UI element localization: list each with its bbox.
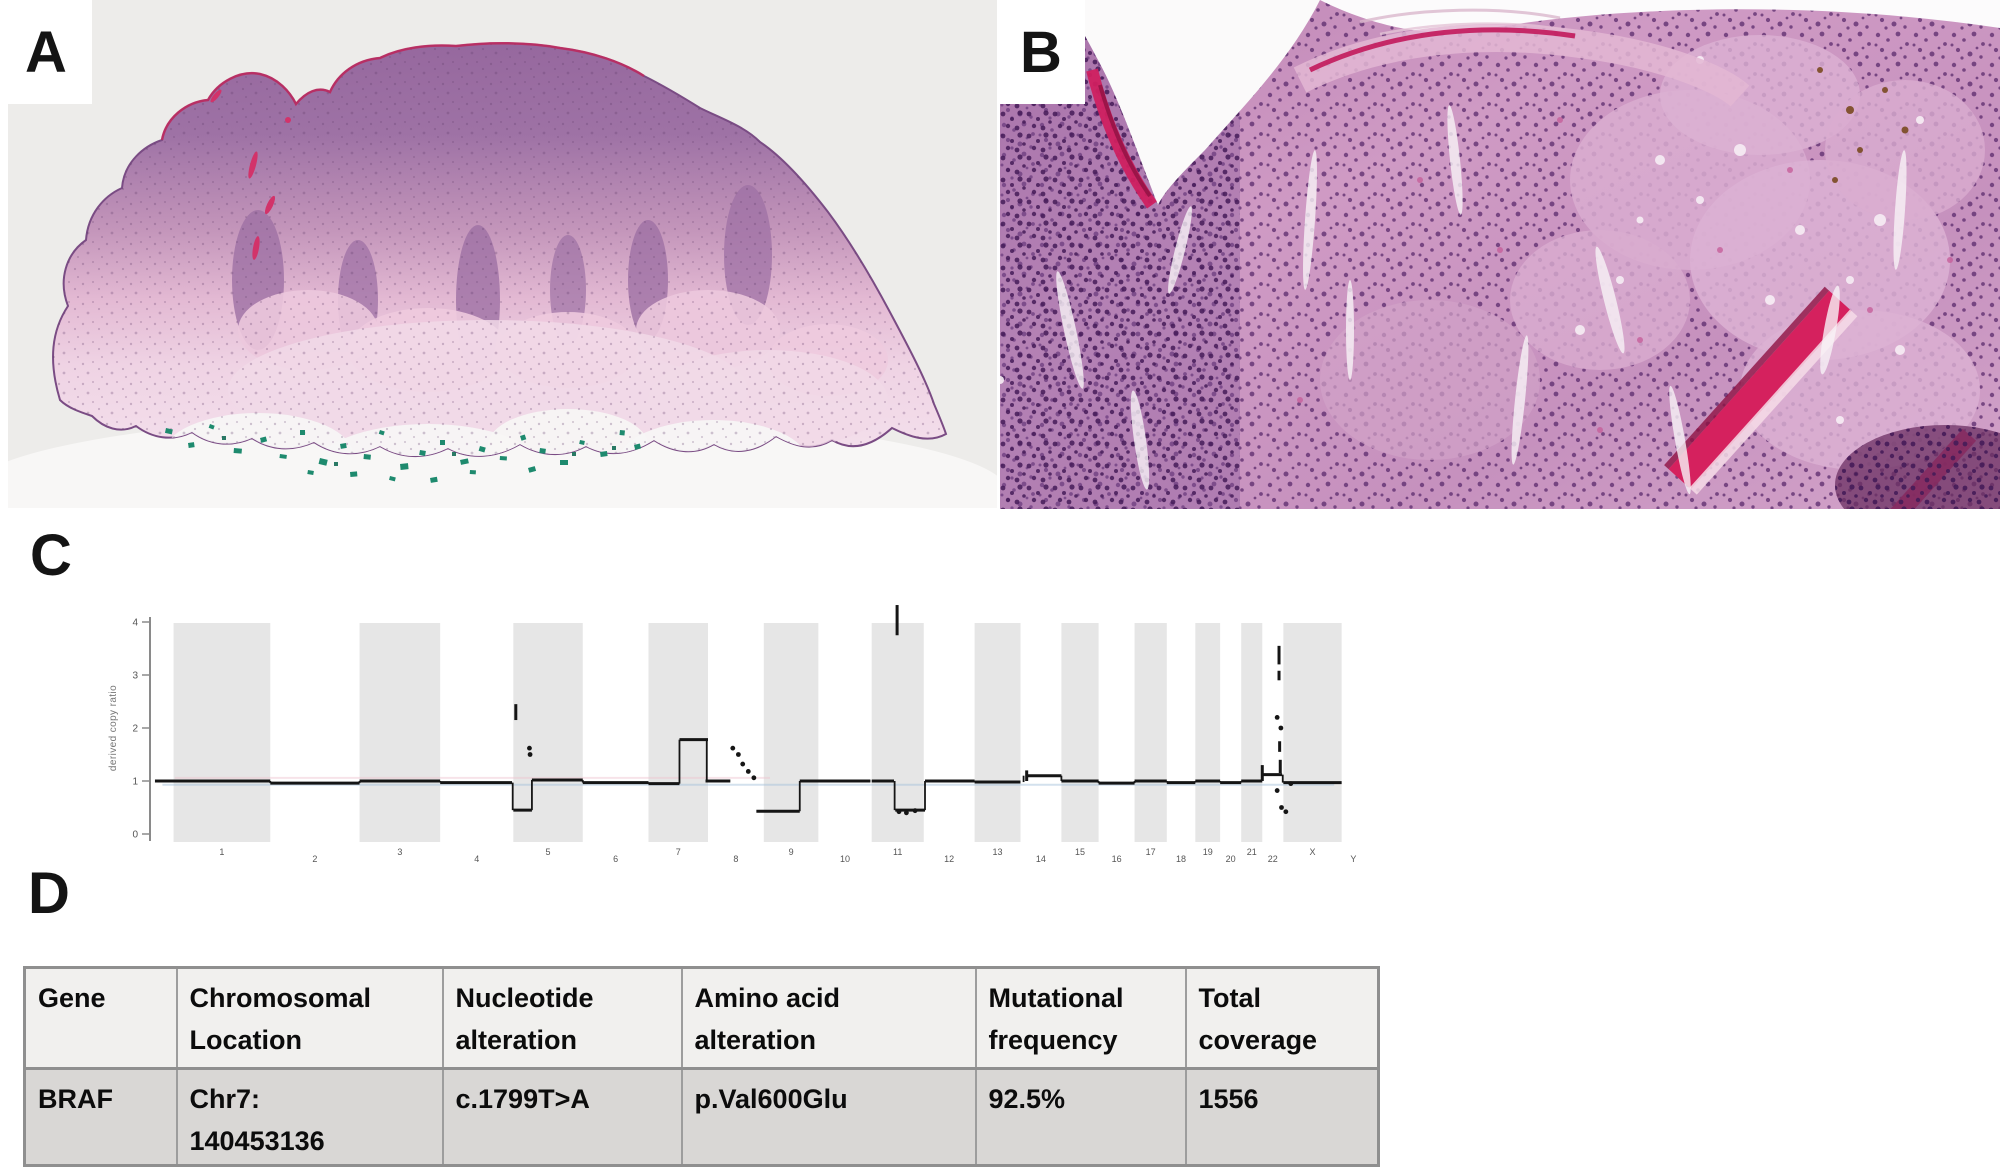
x-tick-label-8: 8 bbox=[733, 854, 738, 864]
green-pigment-specks bbox=[164, 423, 642, 483]
x-tick-label-3: 3 bbox=[397, 847, 402, 857]
chromosome-band-13 bbox=[974, 623, 1021, 842]
cell-chromosomal-location: Chr7:140453136 bbox=[175, 1067, 444, 1167]
chromosome-band-19 bbox=[1195, 623, 1221, 842]
copy-ratio-point bbox=[896, 809, 902, 815]
histology-panel-a bbox=[0, 0, 1008, 572]
chromosome-band-11 bbox=[871, 623, 924, 842]
x-tick-label-14: 14 bbox=[1036, 854, 1046, 864]
y-axis-label: derived copy ratio bbox=[108, 685, 119, 771]
chromosome-band-3 bbox=[359, 623, 441, 842]
y-tick-label: 4 bbox=[132, 618, 138, 629]
panel-label-b: B bbox=[997, 0, 1085, 104]
x-tick-label-20: 20 bbox=[1226, 854, 1236, 864]
copy-ratio-point bbox=[730, 745, 736, 751]
copy-ratio-point bbox=[745, 769, 751, 774]
x-tick-label-5: 5 bbox=[546, 847, 551, 857]
copy-ratio-point bbox=[735, 752, 741, 757]
x-tick-label-11: 11 bbox=[893, 847, 902, 857]
copy-ratio-point bbox=[751, 775, 757, 781]
copy-ratio-point bbox=[904, 810, 909, 816]
panel-label-d: D bbox=[28, 861, 70, 926]
x-tick-label-12: 12 bbox=[944, 854, 954, 864]
x-tick-label-10: 10 bbox=[840, 854, 850, 864]
cell-amino-acid-alteration: p.Val600Glu bbox=[680, 1067, 977, 1167]
x-tick-label-Y: Y bbox=[1350, 854, 1356, 864]
x-tick-label-22: 22 bbox=[1268, 854, 1278, 864]
copy-ratio-point bbox=[1274, 715, 1280, 720]
x-tick-label-6: 6 bbox=[613, 854, 618, 864]
cell-nucleotide-alteration: c.1799T>A bbox=[441, 1067, 683, 1167]
chromosome-band-9 bbox=[763, 623, 819, 842]
y-tick-label: 1 bbox=[132, 777, 138, 788]
chromosome-band-1 bbox=[173, 623, 271, 842]
x-tick-label-19: 19 bbox=[1203, 847, 1213, 857]
cell-mutational-frequency: 92.5% bbox=[974, 1067, 1187, 1167]
x-tick-label-2: 2 bbox=[312, 854, 317, 864]
x-tick-label-21: 21 bbox=[1247, 847, 1257, 857]
y-tick-label: 2 bbox=[132, 724, 138, 735]
x-tick-label-1: 1 bbox=[219, 847, 224, 857]
x-tick-label-17: 17 bbox=[1146, 847, 1156, 857]
copy-ratio-point bbox=[740, 761, 746, 767]
copy-ratio-point bbox=[912, 808, 918, 814]
x-tick-label-18: 18 bbox=[1176, 854, 1186, 864]
chromosome-band-7 bbox=[648, 623, 708, 842]
histology-panel-b bbox=[996, 0, 2000, 545]
table-data-row: BRAF Chr7:140453136 c.1799T>A p.Val600Gl… bbox=[23, 1067, 1380, 1167]
copy-ratio-point bbox=[1283, 809, 1289, 815]
chromosome-band-21 bbox=[1241, 623, 1263, 842]
y-tick-label: 0 bbox=[132, 830, 138, 841]
copy-number-chart: 12345678910111213141516171819202122XY012… bbox=[108, 605, 1356, 864]
chromosome-band-15 bbox=[1061, 623, 1099, 842]
cell-total-coverage: 1556 bbox=[1184, 1067, 1380, 1167]
x-tick-label-16: 16 bbox=[1112, 854, 1122, 864]
histology-image-b bbox=[996, 0, 2000, 545]
y-tick-label: 3 bbox=[132, 671, 138, 682]
chromosome-band-5 bbox=[513, 623, 583, 842]
x-tick-label-4: 4 bbox=[474, 854, 479, 864]
copy-ratio-point bbox=[1288, 781, 1294, 787]
histology-image-a bbox=[0, 0, 1008, 572]
panel-label-a: A bbox=[0, 0, 92, 104]
copy-ratio-point bbox=[1274, 788, 1280, 793]
copy-ratio-point bbox=[1279, 805, 1284, 810]
x-tick-label-9: 9 bbox=[789, 847, 794, 857]
col-header-gene: Gene bbox=[23, 966, 178, 1070]
cell-gene: BRAF bbox=[23, 1067, 178, 1167]
x-tick-label-7: 7 bbox=[676, 847, 681, 857]
panel-label-c: C bbox=[30, 523, 72, 588]
x-tick-label-X: X bbox=[1309, 847, 1315, 857]
x-tick-label-13: 13 bbox=[993, 847, 1003, 857]
copy-ratio-point bbox=[527, 745, 532, 751]
copy-ratio-point bbox=[527, 752, 533, 757]
x-tick-label-15: 15 bbox=[1075, 847, 1085, 857]
chromosome-band-X bbox=[1283, 623, 1342, 842]
chromosome-band-17 bbox=[1134, 623, 1167, 842]
copy-ratio-point bbox=[1278, 725, 1284, 731]
